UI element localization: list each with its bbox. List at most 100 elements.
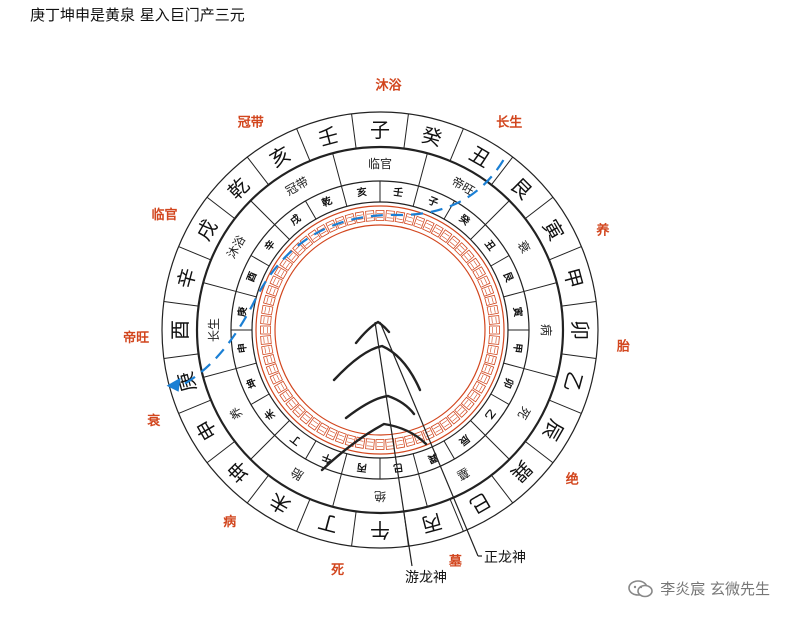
inner-ring-divider [490, 255, 510, 267]
outer-stage-label: 病 [223, 514, 236, 530]
outer-ring-dividers [163, 113, 597, 547]
degree-cell-mark [484, 376, 488, 383]
outer-ring-label: 乙 [559, 369, 587, 395]
degree-cell-mark [386, 217, 393, 219]
inner-ring-divider [235, 362, 257, 370]
inner-ring-divider [412, 453, 420, 475]
degree-cell [260, 335, 272, 345]
degree-cell-mark [268, 346, 271, 353]
degree-cell [334, 431, 347, 445]
outer-ring-divider [403, 113, 409, 149]
degree-cell [273, 266, 288, 280]
degree-cell-mark [415, 222, 422, 226]
middle-ring-label: 沐浴 [224, 233, 248, 261]
degree-cell-mark [488, 366, 491, 373]
degree-cell-mark [386, 441, 393, 443]
degree-cell-mark [416, 219, 423, 222]
zheng-long-shen-line [379, 321, 479, 557]
inner-ring-divider [443, 440, 455, 460]
degree-cell [472, 266, 487, 280]
degree-cell-mark [397, 443, 404, 446]
degree-cell [263, 353, 276, 366]
degree-cell [489, 325, 500, 335]
degree-cell-mark [356, 443, 363, 446]
outer-ring-divider [491, 156, 514, 186]
degree-cell-mark [346, 441, 353, 444]
outer-ring-label: 乾 [223, 173, 254, 204]
inner-ring-divider [470, 224, 486, 240]
degree-cell-mark [491, 336, 493, 343]
you-long-shen-label: 游龙神 [405, 570, 447, 586]
ring-circle-1 [161, 111, 599, 549]
callout-lines [374, 321, 482, 567]
mountain-sketch [320, 320, 428, 472]
outer-ring-divider [561, 353, 597, 359]
outer-ring-divider [178, 246, 212, 261]
outer-ring-labels: 子癸丑艮寅甲卯乙辰巽巳丙午丁未坤申庚酉辛戌乾亥壬 [168, 118, 592, 542]
degree-cell [430, 223, 444, 238]
degree-cell-mark [298, 248, 303, 253]
inner-ring-label: 巽 [426, 451, 440, 466]
middle-ring-label: 衰 [515, 238, 534, 256]
middle-ring-divider [250, 200, 275, 225]
degree-cell-mark [321, 230, 327, 235]
degree-cell [279, 388, 294, 403]
inner-ring-divider [412, 185, 420, 207]
degree-cell-mark [329, 430, 336, 434]
degree-cell [273, 380, 288, 394]
degree-cell [413, 431, 426, 445]
degree-cell [413, 215, 426, 229]
degree-cell-mark [272, 376, 276, 383]
degree-cell [477, 275, 491, 288]
inner-ring-divider [235, 290, 257, 298]
outer-ring-divider [491, 474, 514, 504]
degree-cell [472, 380, 487, 394]
degree-cell-mark [347, 220, 354, 223]
degree-cell-mark [464, 255, 469, 261]
inner-ring-label: 乙 [482, 407, 498, 422]
degree-cell-mark [329, 226, 336, 230]
inner-ring-label: 癸 [456, 211, 473, 229]
degree-cell-mark [473, 260, 478, 266]
inner-ring-label: 辰 [457, 432, 472, 448]
degree-cell-mark [295, 245, 300, 250]
mountain-stroke-1 [354, 320, 391, 345]
outer-stage-label: 帝旺 [123, 330, 149, 346]
degree-cell-mark [338, 434, 345, 438]
degree-cell-mark [305, 414, 311, 419]
degree-cell-mark [475, 271, 480, 277]
degree-cell-mark [489, 307, 492, 314]
outer-ring-label: 辛 [173, 265, 201, 291]
degree-cell-mark [424, 430, 431, 434]
degree-cell [269, 372, 283, 385]
outer-ring-divider [246, 474, 269, 504]
outer-ring-divider [178, 399, 212, 414]
degree-cell-mark [488, 287, 491, 294]
outer-ring-label: 申 [191, 415, 222, 444]
degree-cell [299, 235, 314, 250]
outer-stage-label: 衰 [146, 413, 161, 429]
degree-cell [466, 257, 481, 272]
degree-cell-mark [493, 347, 496, 354]
degree-cell-mark [467, 402, 472, 408]
outer-ring-divider [351, 113, 357, 149]
degree-cell-mark [484, 277, 488, 284]
inner-ring-divider [274, 224, 290, 240]
degree-cell-mark [268, 307, 271, 314]
degree-cell-mark [460, 410, 465, 415]
middle-ring-divider [332, 473, 342, 507]
degree-cell-mark [288, 402, 293, 408]
degree-cell-mark [346, 216, 353, 219]
outer-ring-divider [296, 128, 311, 162]
degree-cell [375, 439, 385, 450]
degree-cell-mark [272, 277, 276, 284]
middle-ring-label: 墓 [454, 465, 471, 483]
outer-ring-divider [548, 246, 582, 261]
inner-ring-label: 未 [262, 407, 279, 424]
outer-stage-label: 沐浴 [376, 78, 403, 94]
degree-cell-mark [270, 297, 273, 304]
degree-cell-mark [337, 438, 344, 441]
degree-cell-mark [270, 356, 273, 363]
degree-cell-mark [264, 347, 267, 354]
